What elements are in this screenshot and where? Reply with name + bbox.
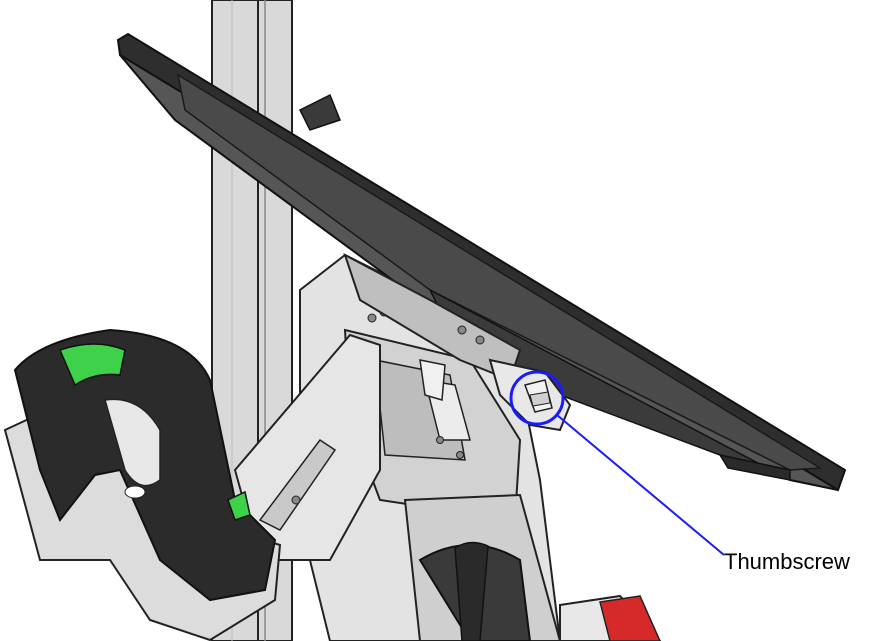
callout-circle bbox=[509, 370, 565, 426]
thumbscrew bbox=[524, 379, 553, 413]
stand-body bbox=[299, 253, 562, 641]
display-monitor bbox=[116, 32, 847, 492]
callout-leader-line bbox=[556, 414, 725, 556]
barcode-scanner bbox=[3, 328, 282, 641]
thumbscrew-callout bbox=[509, 370, 725, 556]
base-stand bbox=[559, 594, 662, 641]
thumbscrew-label: Thumbscrew bbox=[724, 549, 850, 574]
